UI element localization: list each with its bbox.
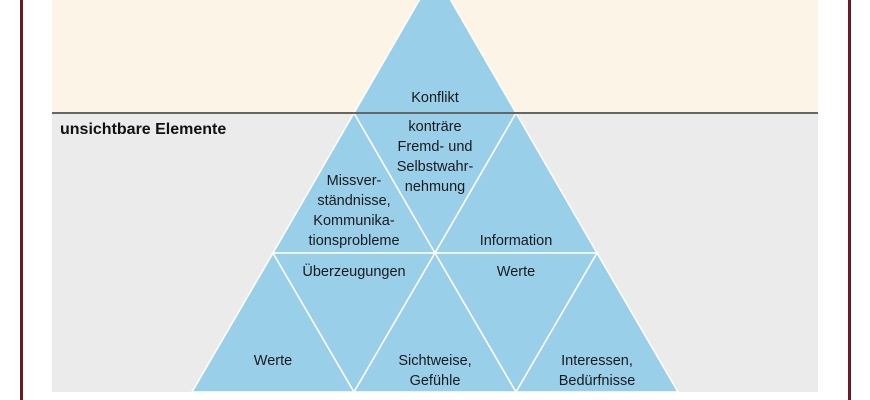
label-bottom-left: Werte: [254, 353, 292, 369]
label-left-mid: Missver-: [327, 173, 382, 189]
invisible-elements-label: unsichtbare Elemente: [60, 121, 227, 138]
label-right-mid: Information: [480, 233, 553, 249]
label-left-mid: tionsprobleme: [308, 233, 399, 249]
triangle-bottom-right: [514, 251, 680, 393]
label-top: Konflikt: [411, 90, 459, 106]
label-center: Fremd- und: [398, 139, 473, 155]
label-center: Selbstwahr-: [397, 159, 474, 175]
label-center: nehmung: [405, 179, 465, 195]
frame-left-border: [20, 0, 23, 400]
label-left-mid: ständnisse,: [317, 193, 390, 209]
label-bottom-center: Gefühle: [410, 373, 461, 389]
label-bottom-right: Interessen,: [561, 353, 633, 369]
label-down-left: Überzeugungen: [302, 262, 405, 280]
frame-right-border: [848, 0, 851, 400]
label-center: konträre: [408, 119, 461, 135]
label-bottom-center: Sichtweise,: [398, 353, 471, 369]
label-left-mid: Kommunika-: [313, 213, 395, 229]
label-down-right: Werte: [497, 264, 535, 280]
label-bottom-right: Bedürfnisse: [559, 373, 636, 389]
